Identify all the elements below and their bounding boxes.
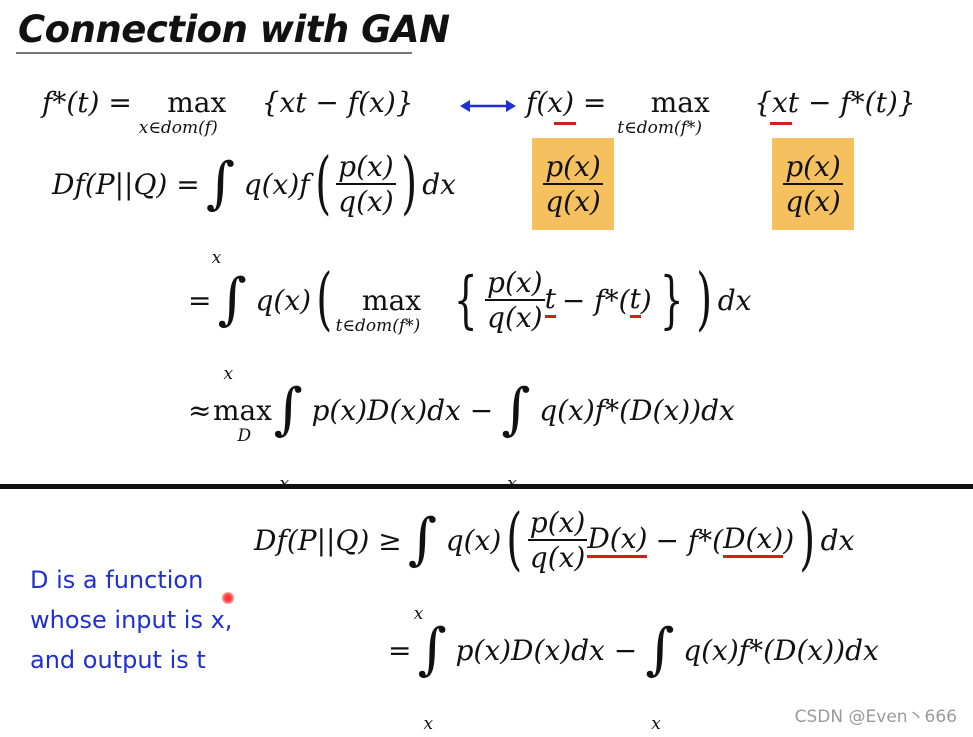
annotation-note: D is a function whose input is x, and ou… (30, 560, 232, 680)
max-label: max (212, 393, 272, 427)
equation-lower-bound: Df(P||Q) ≥ ∫ x q(x) ( p(x) q(x) D(x) − f… (254, 500, 855, 625)
discriminator-term: D(x) (723, 522, 784, 558)
conjugate-right: f(x) = max t∈dom(f*) {xt − f*(t)} (526, 86, 916, 138)
slide-title: Connection with GAN (18, 8, 450, 51)
fraction-numerator: p(x) (487, 266, 543, 299)
conjugate-left-max: max x∈dom(f) (139, 86, 253, 138)
laser-pointer-dot (222, 592, 234, 604)
red-underline-x2 (770, 122, 792, 125)
divergence-lhs: Df(P||Q) ≥ (254, 523, 402, 557)
fraction-numerator: p(x) (545, 150, 601, 183)
fraction-numerator: p(x) (338, 150, 394, 183)
max-label: max (167, 86, 227, 119)
max-subscript: D (237, 425, 252, 446)
integral: ∫ x (417, 617, 447, 735)
integral-subscript: x (223, 364, 234, 384)
note-line: D is a function (30, 566, 204, 594)
equals-sign: = (188, 283, 212, 317)
double-arrow-icon (460, 100, 516, 112)
second-term: q(x)f*(D(x))dx (683, 633, 879, 667)
differential: dx (820, 523, 855, 557)
fraction-denominator: q(x) (338, 185, 394, 218)
equation-divergence: Df(P||Q) = ∫ x q(x)f ( p(x) q(x) ) dx (52, 144, 456, 269)
max-subscript: t∈dom(f*) (617, 118, 702, 138)
integral: ∫ x (645, 617, 675, 735)
integral: ∫ x (217, 267, 247, 385)
fraction-numerator: p(x) (785, 150, 841, 183)
max-subscript: x∈dom(f) (138, 118, 218, 138)
fraction-bar (527, 539, 588, 541)
section-divider (0, 484, 973, 489)
integral: ∫ x (501, 382, 539, 495)
integral-subscript: x (413, 604, 424, 624)
max-operator: max t∈dom(f*) (336, 283, 446, 336)
fraction-bar (783, 183, 843, 185)
note-line: whose input is x, (30, 606, 233, 634)
conjugate-left: f*(t) = max x∈dom(f) {xt − f(x)} (42, 86, 414, 138)
integral: ∫ x (407, 507, 437, 625)
max-label: max (650, 86, 710, 119)
integral: ∫ x (205, 151, 235, 269)
second-term: q(x)f*(D(x))dx (539, 393, 735, 427)
max-operator: max D (211, 393, 273, 446)
discriminator-term: D(x) (587, 522, 648, 558)
fraction-numerator: p(x) (529, 506, 586, 539)
fraction-denominator: q(x) (545, 185, 601, 218)
approx-sign: ≈ (188, 393, 212, 427)
conjugate-right-body: {xt − f*(t)} (754, 86, 916, 119)
integral-subscript: x (423, 714, 434, 734)
divergence-lhs: Df(P||Q) = (52, 167, 200, 201)
integral: ∫ x (273, 382, 311, 495)
close-paren: ) (783, 523, 795, 557)
max-label: max (362, 283, 422, 317)
conjugate-right-max: max t∈dom(f*) (615, 86, 745, 138)
conjugate-term: − f*( (561, 283, 630, 317)
integral-subscript: x (651, 714, 661, 734)
red-underline-x1 (554, 122, 576, 125)
title-underline (16, 52, 412, 54)
integrand-prefix: q(x) (445, 523, 502, 557)
close-paren: ) (640, 283, 652, 317)
differential: dx (717, 283, 752, 317)
conjugate-left-lhs: f*(t) = (42, 86, 132, 119)
equation-approx: ≈ max D ∫ x p(x)D(x)dx − ∫ x q(x)f*(D(x)… (188, 382, 735, 495)
fraction-denominator: q(x) (785, 185, 841, 218)
fraction-denominator: q(x) (487, 301, 543, 334)
integral-subscript: x (211, 248, 222, 268)
highlight-fraction-left: p(x) q(x) (532, 138, 614, 230)
watermark: CSDN @Even丶666 (794, 707, 957, 727)
integrand-prefix: q(x)f (243, 167, 310, 201)
max-subscript: t∈dom(f*) (335, 315, 421, 336)
integrand-prefix: q(x) (255, 283, 312, 317)
fraction-bar (485, 299, 545, 301)
fraction-denominator: q(x) (529, 541, 586, 574)
first-term: p(x)D(x)dx − (455, 633, 638, 667)
conjugate-left-body: {xt − f(x)} (261, 86, 414, 119)
equals-sign: = (388, 633, 412, 667)
differential: dx (422, 167, 456, 201)
variable-t: t (629, 282, 641, 318)
fraction-bar (336, 183, 396, 185)
note-line: and output is t (30, 646, 206, 674)
equation-max-form: = ∫ x q(x) ( max t∈dom(f*) { p(x) q(x) t… (188, 260, 752, 385)
variable-t: t (544, 282, 556, 318)
conjugate-term: − f*( (655, 523, 724, 557)
equation-gan-objective: = ∫ x p(x)D(x)dx − ∫ x q(x)f*(D(x))dx (388, 617, 879, 735)
conjugate-right-lhs: f(x) = (526, 86, 607, 119)
highlight-fraction-right: p(x) q(x) (772, 138, 854, 230)
first-term: p(x)D(x)dx − (311, 393, 494, 427)
fraction-bar (543, 183, 603, 185)
